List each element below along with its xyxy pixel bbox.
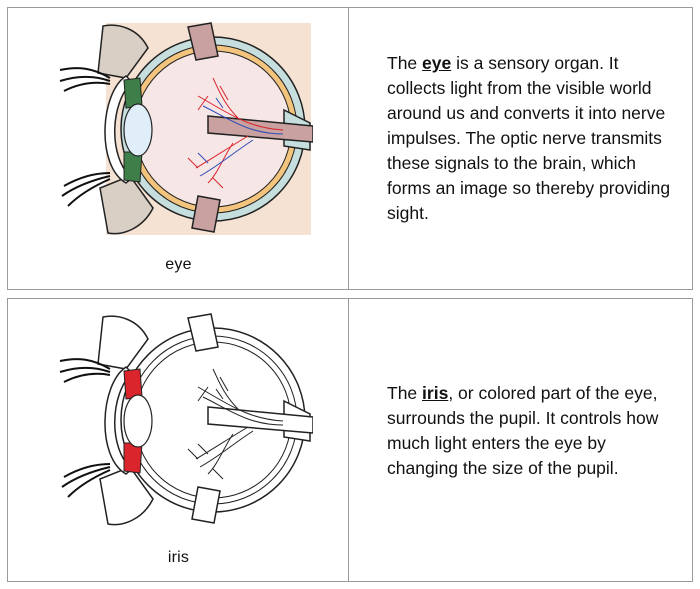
card-iris-picture-cell: iris — [8, 299, 349, 581]
card-eye-description: The eye is a sensory organ. It collects … — [387, 51, 677, 226]
card-iris: iris The iris, or colored part of the ey… — [7, 298, 693, 582]
card-iris-caption: iris — [167, 549, 190, 566]
card-eye-caption: eye — [165, 256, 192, 273]
card-eye-picture-cell: eye — [8, 8, 349, 289]
desc-text-after: , or colored part of the eye, surrounds … — [387, 383, 659, 478]
desc-text-after: is a sensory organ. It collects light fr… — [387, 53, 671, 223]
desc-term: eye — [422, 53, 452, 73]
desc-text-before: The — [387, 383, 423, 403]
card-iris-description-cell: The iris, or colored part of the eye, su… — [350, 299, 692, 581]
eye-cross-section-colored-icon — [59, 22, 313, 235]
eye-cross-section-outline-icon — [59, 313, 313, 526]
card-iris-description: The iris, or colored part of the eye, su… — [387, 381, 677, 481]
desc-text-before: The — [387, 53, 423, 73]
card-eye: eye The eye is a sensory organ. It colle… — [7, 7, 693, 290]
desc-term: iris — [422, 383, 449, 403]
card-eye-description-cell: The eye is a sensory organ. It collects … — [350, 8, 692, 289]
